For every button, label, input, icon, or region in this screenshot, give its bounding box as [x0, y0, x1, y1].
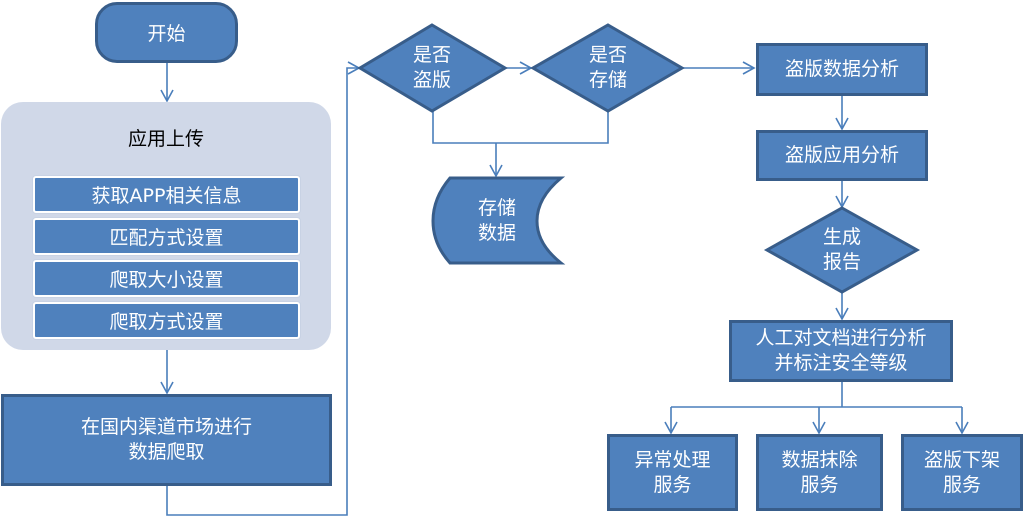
- decision-piracy-shape: [357, 23, 508, 113]
- store-data[interactable]: 存储 数据: [457, 195, 537, 247]
- crawl-line-1: 在国内渠道市场进行: [80, 416, 252, 438]
- start-node[interactable]: 开始: [95, 2, 238, 63]
- service-line-1: 异常处理: [634, 448, 711, 471]
- store-data-line-2: 数据: [477, 222, 516, 244]
- decision-piracy-line-2: 盗版: [412, 69, 451, 91]
- decision-store-line-1: 是否: [588, 44, 627, 66]
- generate-report[interactable]: 生成 报告: [802, 224, 882, 276]
- store-data-shape: [431, 176, 566, 265]
- decision-store-line-2: 存储: [588, 69, 627, 91]
- service-exception-handling[interactable]: 异常处理 服务: [607, 434, 738, 511]
- service-line-1: 数据抹除: [781, 448, 858, 471]
- piracy-data-analysis-node[interactable]: 盗版数据分析: [756, 43, 928, 96]
- service-line-2: 服务: [653, 473, 692, 496]
- service-line-2: 服务: [800, 473, 839, 496]
- generate-report-line-2: 报告: [822, 251, 861, 273]
- decision-store-shape: [529, 23, 685, 113]
- decision-piracy[interactable]: 是否 盗版: [392, 42, 472, 94]
- upload-item-crawl-mode[interactable]: 爬取方式设置: [33, 302, 300, 339]
- upload-item-get-app-info[interactable]: 获取APP相关信息: [33, 176, 300, 213]
- upload-item-label: 匹配方式设置: [109, 227, 224, 249]
- manual-review-line-1: 人工对文档进行分析: [755, 327, 927, 349]
- service-line-2: 服务: [942, 473, 981, 496]
- manual-review-node[interactable]: 人工对文档进行分析 并标注安全等级: [729, 320, 953, 382]
- manual-review-line-2: 并标注安全等级: [774, 352, 908, 374]
- upload-item-label: 爬取方式设置: [109, 311, 224, 333]
- upload-item-label: 获取APP相关信息: [91, 185, 242, 207]
- decision-store[interactable]: 是否 存储: [568, 42, 648, 94]
- service-line-1: 盗版下架: [923, 448, 1000, 471]
- start-label: 开始: [147, 23, 186, 45]
- piracy-app-analysis-node[interactable]: 盗版应用分析: [756, 130, 928, 181]
- piracy-data-analysis-label: 盗版数据分析: [784, 58, 899, 80]
- crawl-node[interactable]: 在国内渠道市场进行 数据爬取: [1, 394, 332, 486]
- upload-item-match-mode[interactable]: 匹配方式设置: [33, 218, 300, 255]
- store-data-line-1: 存储: [477, 197, 516, 219]
- connector-crawl-decision: [166, 61, 361, 516]
- decision-piracy-line-1: 是否: [412, 44, 451, 66]
- crawl-line-2: 数据爬取: [128, 441, 205, 463]
- generate-report-line-1: 生成: [822, 226, 861, 248]
- upload-item-label: 爬取大小设置: [109, 269, 224, 291]
- service-piracy-takedown[interactable]: 盗版下架 服务: [901, 434, 1023, 511]
- piracy-app-analysis-label: 盗版应用分析: [784, 144, 899, 166]
- upload-panel-title: 应用上传: [127, 128, 204, 150]
- upload-item-crawl-size[interactable]: 爬取大小设置: [33, 260, 300, 297]
- connector-piracy-storedata: [432, 110, 609, 144]
- service-data-erasure[interactable]: 数据抹除 服务: [756, 434, 883, 511]
- generate-report-shape: [763, 206, 921, 294]
